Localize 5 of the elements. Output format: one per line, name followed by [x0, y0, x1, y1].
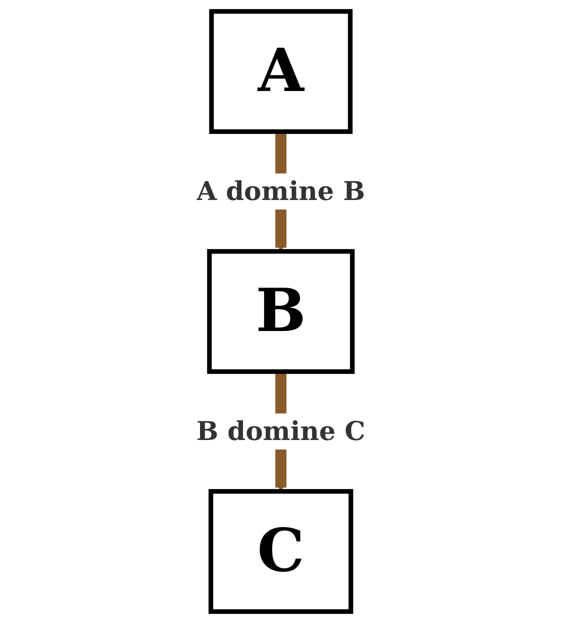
edge-label: A domine B [196, 176, 365, 207]
edge-label: B domine C [196, 416, 365, 447]
node-box: B [206, 249, 354, 374]
node-box: A [208, 9, 352, 134]
node-box: C [208, 489, 353, 614]
